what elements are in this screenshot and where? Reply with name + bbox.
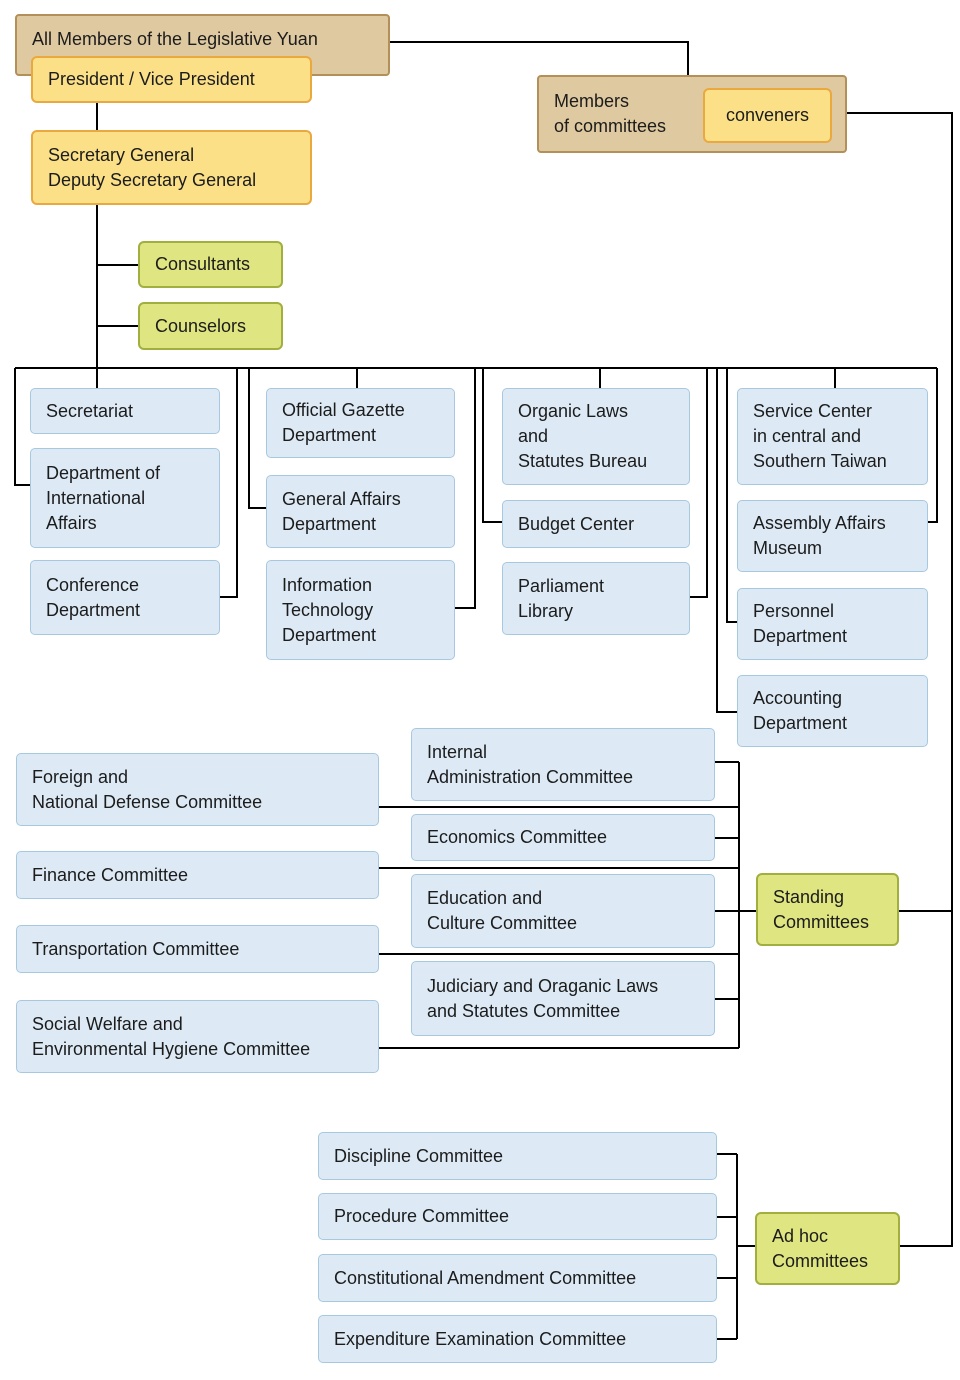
- edge-members-right-rail: [847, 112, 953, 1247]
- node-constitutional-amendment-committee: Constitutional Amendment Committee: [318, 1254, 717, 1302]
- node-assembly-affairs-museum: Assembly Affairs Museum: [737, 500, 928, 572]
- edge-allmembers-members: [390, 41, 689, 75]
- node-secretariat: Secretariat: [30, 388, 220, 434]
- node-accounting-department: Accounting Department: [737, 675, 928, 747]
- node-finance-committee: Finance Committee: [16, 851, 379, 899]
- node-economics-committee: Economics Committee: [411, 814, 715, 861]
- node-transportation-committee: Transportation Committee: [16, 925, 379, 973]
- node-dept-international-affairs: Department of International Affairs: [30, 448, 220, 548]
- node-foreign-national-defense-committee: Foreign and National Defense Committee: [16, 753, 379, 826]
- node-members-of-committees: Members of committees conveners: [537, 75, 847, 153]
- edge-parliament-library: [690, 368, 708, 598]
- node-ad-hoc-committees: Ad hoc Committees: [755, 1212, 900, 1285]
- node-secretary-general: Secretary General Deputy Secretary Gener…: [31, 130, 312, 205]
- edge-conference: [220, 368, 238, 598]
- edge-dept-intl: [14, 368, 30, 486]
- node-education-culture-committee: Education and Culture Committee: [411, 874, 715, 948]
- edge-accounting: [716, 368, 737, 713]
- node-president: President / Vice President: [31, 56, 312, 103]
- node-internal-administration-committee: Internal Administration Committee: [411, 728, 715, 801]
- node-discipline-committee: Discipline Committee: [318, 1132, 717, 1180]
- node-procedure-committee: Procedure Committee: [318, 1193, 717, 1240]
- edge-personnel: [726, 368, 737, 623]
- node-organic-laws-statutes-bureau: Organic Laws and Statutes Bureau: [502, 388, 690, 485]
- node-conference-department: Conference Department: [30, 560, 220, 635]
- node-counselors: Counselors: [138, 302, 283, 350]
- node-official-gazette-department: Official Gazette Department: [266, 388, 455, 458]
- edge-general-affairs: [248, 368, 266, 509]
- node-general-affairs-department: General Affairs Department: [266, 475, 455, 548]
- edge-assembly-museum: [928, 368, 938, 523]
- node-judiciary-organic-laws-statutes-committee: Judiciary and Oraganic Laws and Statutes…: [411, 961, 715, 1036]
- edge-budget-center: [482, 368, 502, 523]
- members-of-committees-label: Members of committees: [554, 91, 667, 136]
- node-standing-committees: Standing Committees: [756, 873, 899, 946]
- node-service-center: Service Center in central and Southern T…: [737, 388, 928, 485]
- node-personnel-department: Personnel Department: [737, 588, 928, 660]
- edge-info-tech: [455, 368, 476, 609]
- node-conveners: conveners: [703, 88, 832, 143]
- node-social-welfare-environmental-hygiene-committee: Social Welfare and Environmental Hygiene…: [16, 1000, 379, 1073]
- node-parliament-library: Parliament Library: [502, 562, 690, 635]
- node-expenditure-examination-committee: Expenditure Examination Committee: [318, 1315, 717, 1363]
- node-information-technology-department: Information Technology Department: [266, 560, 455, 660]
- node-budget-center: Budget Center: [502, 500, 690, 548]
- node-consultants: Consultants: [138, 241, 283, 288]
